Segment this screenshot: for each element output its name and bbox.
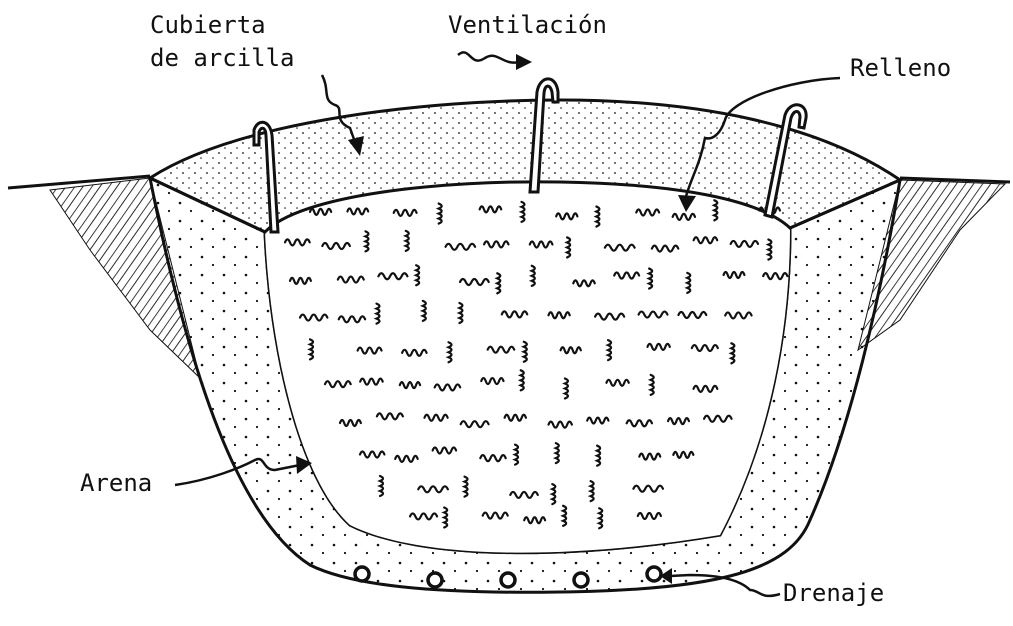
label-relleno: Relleno [850,55,951,83]
label-cubierta-line2: de arcilla [150,45,295,73]
leader-ventilacion [458,52,520,62]
label-arena: Arena [80,470,152,498]
drain-pipe [501,573,515,587]
label-ventilacion: Ventilación [448,12,607,40]
drain-pipe [428,573,442,587]
drain-pipe [647,567,661,581]
drain-pipe [574,573,588,587]
label-drenaje: Drenaje [783,580,884,608]
drain-pipe [355,567,369,581]
label-cubierta-line1: Cubierta [150,12,266,40]
arrowhead-ventilacion [516,54,532,70]
